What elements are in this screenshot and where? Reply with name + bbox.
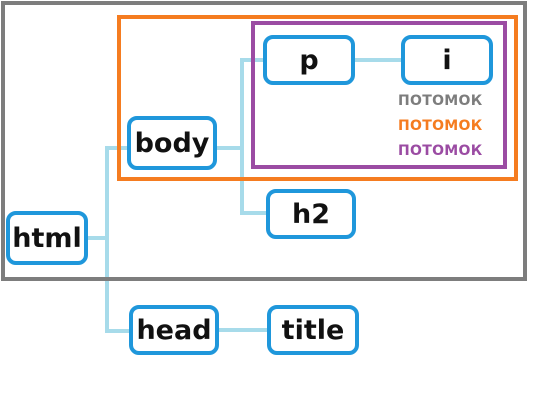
- descendant-label-purple: ПОТОМОК: [398, 143, 483, 159]
- node-body-label: body: [134, 127, 210, 159]
- node-html: html: [6, 211, 88, 265]
- node-i: i: [401, 35, 493, 85]
- node-head: head: [129, 305, 219, 355]
- descendant-frame-orange: [117, 15, 518, 181]
- node-h2: h2: [266, 189, 356, 239]
- node-p: p: [263, 35, 355, 85]
- descendant-frame-gray: [1, 1, 527, 281]
- node-i-label: i: [442, 44, 452, 76]
- node-html-label: html: [12, 222, 82, 254]
- node-p-label: p: [299, 44, 319, 76]
- node-head-label: head: [136, 314, 212, 346]
- node-h2-label: h2: [291, 198, 330, 230]
- descendant-label-gray: ПОТОМОК: [398, 93, 483, 109]
- descendant-frame-purple: [251, 21, 507, 169]
- node-body: body: [127, 116, 217, 170]
- descendant-label-orange: ПОТОМОК: [398, 118, 483, 134]
- node-title-label: title: [281, 314, 345, 346]
- node-title: title: [267, 305, 359, 355]
